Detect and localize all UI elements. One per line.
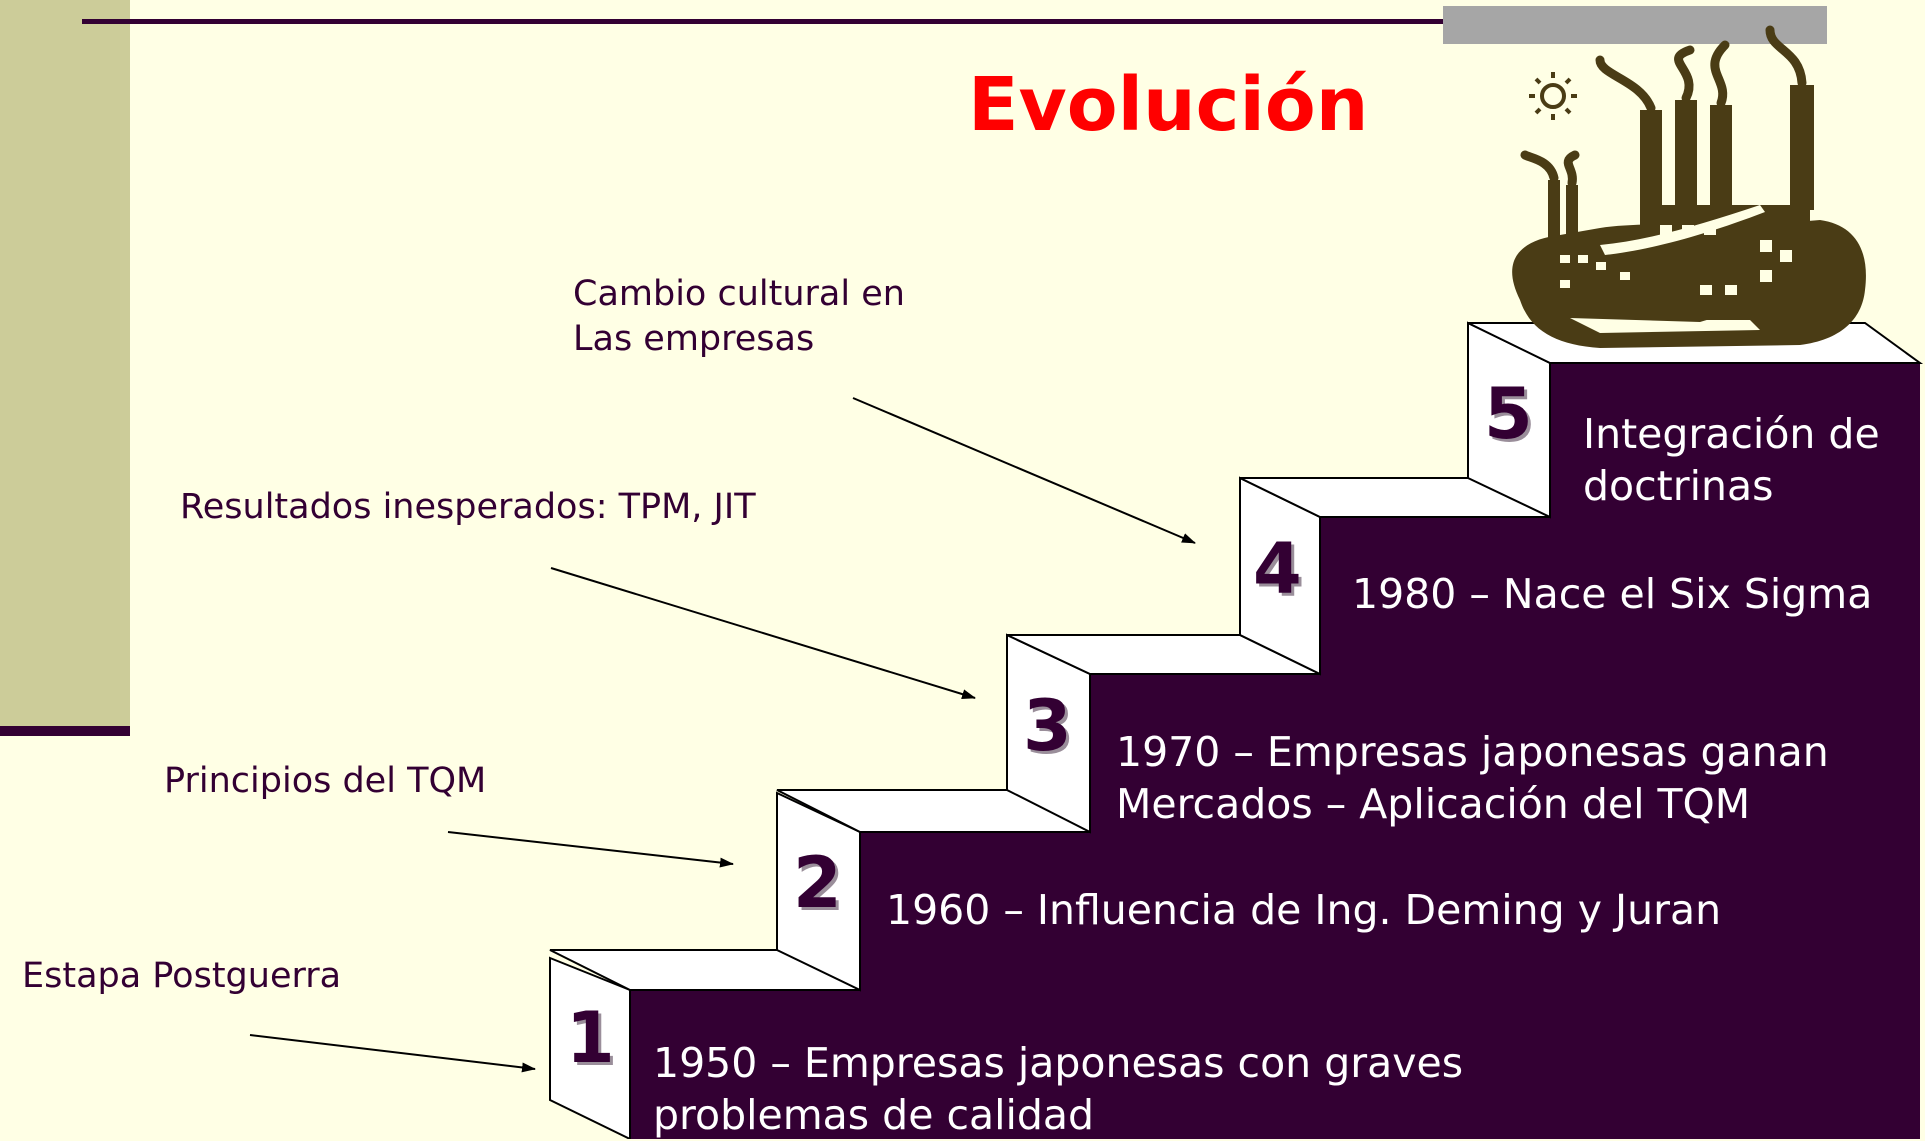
- step-number-4: 4: [1253, 528, 1302, 610]
- annotation-cambio: Cambio cultural en Las empresas: [573, 272, 905, 362]
- arrow-resultados: [550, 567, 976, 699]
- left-accent-bar: [0, 0, 130, 726]
- left-accent-rule: [0, 726, 130, 736]
- arrow-postguerra: [249, 1034, 536, 1073]
- sun-icon: [1529, 72, 1577, 120]
- annotation-arrows: [249, 397, 1196, 1073]
- arrow-tqm: [447, 831, 734, 868]
- step-2-line-1: 1960 – Influencia de Ing. Deming y Juran: [886, 886, 1722, 934]
- step-number-1: 1: [566, 997, 615, 1079]
- step-faces: [549, 321, 1924, 1139]
- annotation-tqm-line-1: Principios del TQM: [164, 761, 487, 801]
- step-number-5: 5: [1484, 373, 1533, 455]
- gray-block: [1443, 6, 1827, 44]
- step-4-text: 1980 – Nace el Six Sigma: [1352, 568, 1872, 620]
- step-3-line-2: Mercados – Aplicación del TQM: [1116, 780, 1751, 828]
- step-3-text: 1970 – Empresas japonesas ganan Mercados…: [1116, 726, 1829, 830]
- factory-illustration-icon: [1512, 25, 1866, 348]
- step-1-text: 1950 – Empresas japonesas con graves pro…: [653, 1037, 1463, 1141]
- step-4-line-1: 1980 – Nace el Six Sigma: [1352, 570, 1873, 618]
- step-1-line-1: 1950 – Empresas japonesas con graves: [653, 1039, 1464, 1087]
- top-rule: [82, 19, 1827, 24]
- annotation-cambio-line-2: Las empresas: [573, 319, 815, 359]
- step-2-text: 1960 – Influencia de Ing. Deming y Juran: [886, 884, 1721, 936]
- step-5-line-2: doctrinas: [1583, 462, 1774, 510]
- annotation-resultados: Resultados inesperados: TPM, JIT: [180, 485, 756, 530]
- arrow-cambio: [852, 397, 1196, 544]
- annotation-cambio-line-1: Cambio cultural en: [573, 274, 905, 314]
- step-5-text: Integración de doctrinas: [1583, 408, 1880, 512]
- annotation-resultados-line-1: Resultados inesperados: TPM, JIT: [180, 487, 756, 527]
- slide-title: Evolución: [968, 62, 1369, 148]
- stairs-body: [630, 363, 1920, 1139]
- step-number-3: 3: [1023, 685, 1072, 767]
- annotation-postguerra: Estapa Postguerra: [22, 954, 341, 999]
- step-5-line-1: Integración de: [1583, 410, 1880, 458]
- step-number-2: 2: [793, 842, 842, 924]
- step-1-line-2: problemas de calidad: [653, 1091, 1095, 1139]
- step-3-line-1: 1970 – Empresas japonesas ganan: [1116, 728, 1829, 776]
- annotation-postguerra-line-1: Estapa Postguerra: [22, 956, 342, 996]
- annotation-tqm: Principios del TQM: [164, 759, 486, 804]
